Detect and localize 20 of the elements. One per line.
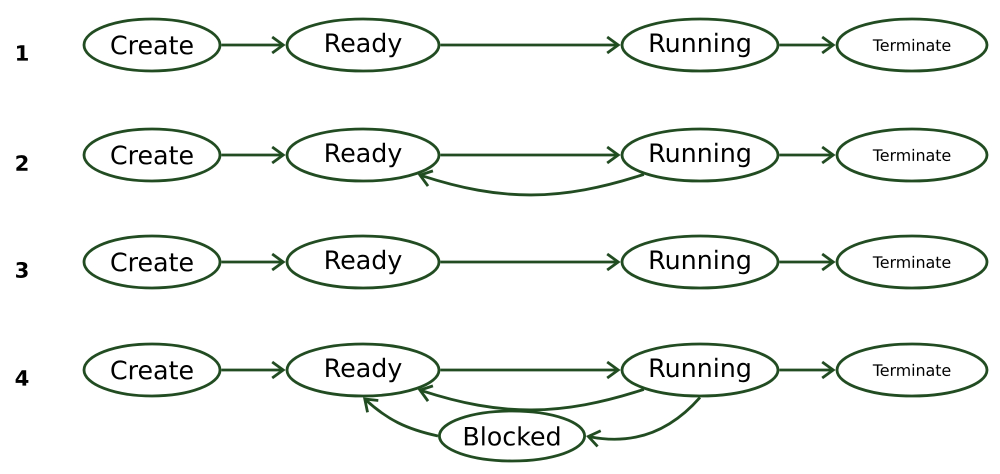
arrow [779, 360, 836, 380]
arrow [221, 252, 286, 272]
row-number: 3 [16, 262, 28, 278]
row-number: 4 [16, 370, 28, 386]
arrow [221, 36, 286, 54]
arrow [586, 396, 702, 448]
arrow [440, 36, 621, 54]
arrow [779, 146, 836, 164]
arrow [221, 360, 286, 380]
row-number: 2 [16, 155, 28, 171]
arrow [418, 170, 644, 196]
arrow [779, 252, 836, 272]
row-number: 1 [17, 45, 28, 61]
arrow [440, 146, 621, 164]
arrow [779, 36, 836, 54]
arrow [418, 384, 644, 412]
arrow [221, 146, 286, 164]
arrow [440, 360, 621, 380]
arrow [440, 252, 621, 272]
arrow [363, 397, 438, 438]
